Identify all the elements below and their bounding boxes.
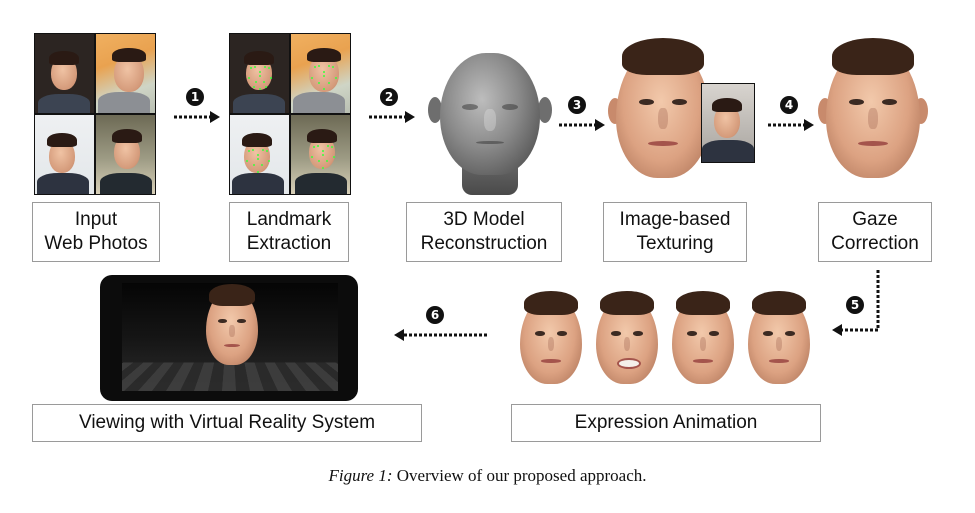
arrow-4 xyxy=(768,119,814,131)
inset-photo xyxy=(701,83,755,163)
vr-scene xyxy=(122,283,338,391)
input-photo-1 xyxy=(35,34,94,113)
step-badge-3: 3 xyxy=(568,96,586,114)
input-photo-2 xyxy=(96,34,155,113)
landmark-photo-grid xyxy=(229,33,351,195)
step-label-3d-model: 3D Model Reconstruction xyxy=(406,202,562,262)
figure-caption: Figure 1: Overview of our proposed appro… xyxy=(0,466,975,486)
expression-face-4 xyxy=(748,290,810,384)
gray-3d-head xyxy=(420,45,560,195)
step-badge-2: 2 xyxy=(380,88,398,106)
step-label-gaze: Gaze Correction xyxy=(818,202,932,262)
arrow-1 xyxy=(174,111,220,123)
arrow-6 xyxy=(394,329,488,341)
step-badge-6: 6 xyxy=(426,306,444,324)
arrow-2 xyxy=(369,111,415,123)
expression-face-3 xyxy=(672,290,734,384)
input-photo-grid xyxy=(34,33,156,195)
gaze-corrected-face xyxy=(818,38,928,185)
vr-face xyxy=(206,284,258,365)
step-badge-5: 5 xyxy=(846,296,864,314)
arrow-3 xyxy=(559,119,605,131)
vr-screen xyxy=(100,275,358,401)
expression-face-1 xyxy=(520,290,582,384)
input-photo-3 xyxy=(35,115,94,194)
step-label-expression: Expression Animation xyxy=(511,404,821,442)
expression-face-2 xyxy=(596,290,658,384)
step-badge-1: 1 xyxy=(186,88,204,106)
step-label-texturing: Image-based Texturing xyxy=(603,202,747,262)
landmark-photo-1 xyxy=(230,34,289,113)
step-badge-4: 4 xyxy=(780,96,798,114)
landmark-photo-2 xyxy=(291,34,350,113)
landmark-photo-3 xyxy=(230,115,289,194)
landmark-dots xyxy=(248,66,272,90)
step-label-input: Input Web Photos xyxy=(32,202,160,262)
final-label-vr: Viewing with Virtual Reality System xyxy=(32,404,422,442)
arrow-5 xyxy=(832,270,880,336)
input-photo-4 xyxy=(96,115,155,194)
textured-face xyxy=(608,38,718,185)
landmark-photo-4 xyxy=(291,115,350,194)
caption-text: Overview of our proposed approach. xyxy=(392,466,647,485)
expression-faces xyxy=(510,290,822,390)
step-label-landmark: Landmark Extraction xyxy=(229,202,349,262)
figure-label: Figure 1: xyxy=(328,466,393,485)
